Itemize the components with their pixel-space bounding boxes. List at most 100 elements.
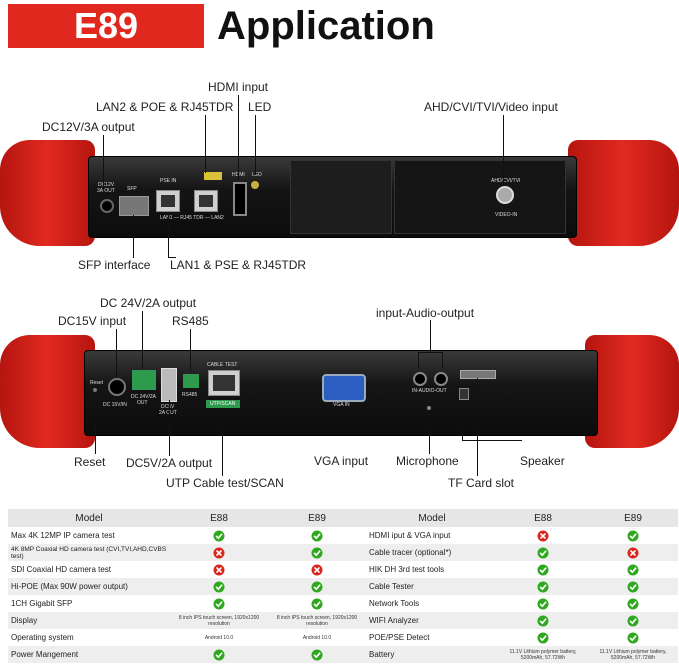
check-icon (213, 649, 225, 660)
feature-status-cell (170, 561, 268, 578)
check-icon (537, 581, 549, 592)
feature-status-cell (498, 544, 588, 561)
feature-status-cell (268, 595, 366, 612)
feature-note: 11.1V Lithium polymer battery, 5200mAh, … (599, 648, 667, 661)
header-e88-left: E88 (170, 509, 268, 527)
feature-note: Android 10.0 (302, 634, 332, 641)
reset-hole (93, 388, 97, 392)
check-icon (311, 581, 323, 592)
sfp-port (119, 196, 149, 216)
dc15-port (108, 378, 126, 396)
check-icon (213, 581, 225, 592)
feature-note: 8 inch IPS touch screen, 1920x1200 resol… (276, 614, 358, 627)
callout-sfp: SFP interface (78, 258, 151, 272)
header-model-right: Model (366, 509, 498, 527)
check-icon (311, 530, 323, 541)
feature-text-cell: 11.1V Lithium polymer battery, 5200mAh, … (498, 646, 588, 663)
callout-led: LED (248, 100, 272, 114)
feature-name: Max 4K 12MP IP camera test (11, 531, 115, 540)
lan2-port (194, 190, 218, 212)
check-icon (537, 598, 549, 609)
feature-status-cell (268, 646, 366, 663)
callout-ahd: AHD/CVI/TVI/Video input (424, 100, 558, 114)
check-icon (627, 615, 639, 626)
feature-status-cell (588, 561, 678, 578)
feature-status-cell (268, 544, 366, 561)
dc12-label: DC12V (98, 182, 115, 188)
rs485-label: RS485 (182, 392, 198, 398)
feature-name: WIFI Analyzer (366, 612, 498, 629)
feature-name: POE/PSE Detect (369, 633, 430, 642)
cable-test-label: CABLE TEST (207, 362, 238, 368)
audio-label: IN-AUDIO-OUT (412, 388, 447, 394)
feature-name: 1CH Gigabit SFP (11, 599, 73, 608)
check-icon (213, 598, 225, 609)
table-row: 4K 8MP Coaxial HD camera test (CVI,TVI,A… (8, 544, 678, 561)
dc24-terminal (132, 370, 156, 390)
check-icon (627, 632, 639, 643)
cross-icon (311, 564, 323, 575)
feature-status-cell (170, 595, 268, 612)
vga-label: VGA IN (333, 402, 350, 408)
ahd-label: AHD/CVI/TVI (491, 178, 521, 184)
feature-status-cell (170, 527, 268, 544)
left-handle-bottom (0, 335, 95, 448)
callout-dc24: DC 24V/2A output (100, 296, 197, 310)
reset-label: Reset (90, 380, 104, 386)
right-handle-bottom (585, 335, 679, 448)
dc24-label: DC 24V/2A (131, 394, 157, 400)
callout-lan2: LAN2 & POE & RJ45TDR (96, 100, 234, 114)
cross-icon (213, 547, 225, 558)
table-header-row: Model E88 E89 Model E88 E89 (8, 509, 678, 527)
dc3a-label: 3A OUT (97, 188, 115, 194)
header-model-left: Model (8, 509, 170, 527)
feature-status-cell (498, 612, 588, 629)
mic-hole (427, 406, 431, 410)
feature-status-cell (170, 578, 268, 595)
feature-status-cell (268, 561, 366, 578)
check-icon (537, 632, 549, 643)
side-panel (290, 160, 392, 234)
dc5-label: DC5V (161, 404, 175, 410)
poe-sticker (204, 172, 222, 180)
feature-status-cell (170, 646, 268, 663)
feature-status-cell (498, 578, 588, 595)
callout-audio: input-Audio-output (376, 306, 475, 320)
cross-icon (213, 564, 225, 575)
feature-status-cell (588, 527, 678, 544)
callout-vga: VGA input (314, 454, 369, 468)
feature-name: Hi-POE (Max 90W power output) (8, 578, 170, 595)
cable-test-port (208, 370, 240, 396)
device-top-view: DC12V 3A OUT SFP PSE IN LAN1 — RJ45 TDR … (0, 120, 679, 260)
right-handle (568, 140, 679, 246)
hdmi-port (233, 182, 247, 216)
callout-rs485: RS485 (172, 314, 209, 328)
feature-name: Operating system (11, 633, 74, 642)
header-e89-right: E89 (588, 509, 678, 527)
dc24-out-label: OUT (137, 400, 148, 406)
feature-name: Cable tracer (optional*) (366, 544, 498, 561)
feature-status-cell (588, 544, 678, 561)
feature-status-cell (588, 578, 678, 595)
feature-status-cell (498, 629, 588, 646)
led-label: LED (252, 172, 262, 178)
check-icon (537, 564, 549, 575)
check-icon (537, 547, 549, 558)
audio-in-jack (413, 372, 427, 386)
feature-name: Power Mangement (8, 646, 170, 663)
model-badge: E89 (8, 4, 204, 48)
check-icon (311, 598, 323, 609)
callout-dc5: DC5V/2A output (126, 456, 213, 470)
left-handle (0, 140, 95, 246)
callout-reset: Reset (74, 455, 106, 469)
check-icon (537, 615, 549, 626)
bnc-port (496, 186, 514, 204)
callout-dc12: DC12V/3A output (42, 120, 135, 134)
feature-name: 4K 8MP Coaxial HD camera test (CVI,TVI,A… (8, 544, 170, 561)
callout-tf: TF Card slot (448, 476, 515, 490)
dc12-port (100, 199, 114, 213)
check-icon (627, 530, 639, 541)
callout-dc15: DC15V input (58, 314, 127, 328)
